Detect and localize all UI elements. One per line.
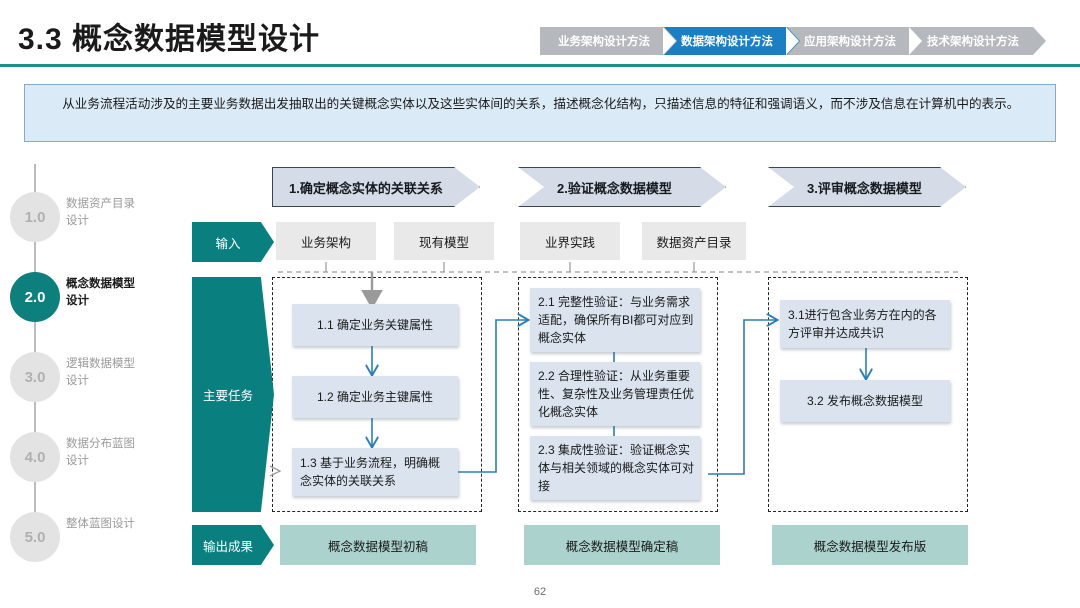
description-text: 从业务流程活动涉及的主要业务数据出发抽取出的关键概念实体以及这些实体间的关系，描… xyxy=(62,97,1020,111)
task-box-text: 2.1 完整性验证：与业务需求适配，确保所有BI都可对应到概念实体 xyxy=(538,295,694,345)
stepper-number: 5.0 xyxy=(10,512,60,562)
stepper-number: 4.0 xyxy=(10,432,60,482)
phase-arrow-3[interactable]: 3.评审概念数据模型 xyxy=(768,167,966,207)
breadcrumb-label: 技术架构设计方法 xyxy=(927,36,1019,48)
title-underline xyxy=(0,64,1080,67)
output-box-label: 概念数据模型发布版 xyxy=(813,539,927,554)
stepper-item-3[interactable]: 3.0 逻辑数据模型设计 xyxy=(0,352,150,408)
output-box-draft[interactable]: 概念数据模型初稿 xyxy=(280,525,476,565)
row-label-input: 输入 xyxy=(192,222,274,262)
input-stub-lines xyxy=(325,262,695,272)
arrow-2-3-to-3-1 xyxy=(708,320,776,475)
task-box-2-1[interactable]: 2.1 完整性验证：与业务需求适配，确保所有BI都可对应到概念实体 xyxy=(530,288,700,352)
phase-label: 1.确定概念实体的关联关系 xyxy=(289,180,443,196)
stepper-label: 数据资产目录设计 xyxy=(66,198,135,227)
task-box-text: 1.3 基于业务流程，明确概念实体的关联关系 xyxy=(300,456,441,488)
input-box-business-architecture[interactable]: 业务架构 xyxy=(276,222,376,260)
input-box-label: 业界实践 xyxy=(544,235,595,250)
input-box-label: 数据资产目录 xyxy=(656,235,732,250)
input-box-label: 现有模型 xyxy=(418,235,469,250)
output-box-final[interactable]: 概念数据模型确定稿 xyxy=(524,525,720,565)
stepper-item-2[interactable]: 2.0 概念数据模型设计 xyxy=(0,272,150,328)
phase-label: 3.评审概念数据模型 xyxy=(807,180,922,196)
output-box-label: 概念数据模型确定稿 xyxy=(565,539,679,554)
page-number: 62 xyxy=(533,586,547,598)
task-box-3-2[interactable]: 3.2 发布概念数据模型 xyxy=(780,380,950,422)
stepper: 1.0 数据资产目录设计 2.0 概念数据模型设计 3.0 逻辑数据模型设计 4… xyxy=(0,160,150,562)
page-title: 3.3 概念数据模型设计 xyxy=(18,23,321,56)
stepper-number: 3.0 xyxy=(10,352,60,402)
phase-label: 2.验证概念数据模型 xyxy=(557,180,672,196)
task-box-2-2[interactable]: 2.2 合理性验证：从业务重要性、复杂性及业务管理责任优化概念实体 xyxy=(530,362,700,426)
stepper-label: 概念数据模型设计 xyxy=(66,278,135,307)
task-box-2-3[interactable]: 2.3 集成性验证：验证概念实体与相关领域的概念实体可对接 xyxy=(530,436,700,500)
task-box-text: 2.2 合理性验证：从业务重要性、复杂性及业务管理责任优化概念实体 xyxy=(538,369,695,419)
row-label-main-task: 主要任务 xyxy=(192,277,274,512)
breadcrumb-item-data[interactable]: 数据架构设计方法 xyxy=(663,27,800,55)
breadcrumb-label: 应用架构设计方法 xyxy=(804,36,896,48)
row-label-text: 输出成果 xyxy=(202,539,253,554)
input-box-existing-model[interactable]: 现有模型 xyxy=(394,222,494,260)
stepper-label: 数据分布蓝图设计 xyxy=(66,438,135,467)
task-box-text: 3.1进行包含业务方在内的各方评审并达成共识 xyxy=(788,308,937,340)
stepper-item-5[interactable]: 5.0 整体蓝图设计 xyxy=(0,512,150,568)
phase-arrow-2[interactable]: 2.验证概念数据模型 xyxy=(518,167,726,207)
task-box-1-1[interactable]: 1.1 确定业务关键属性 xyxy=(292,304,458,346)
description-panel: 从业务流程活动涉及的主要业务数据出发抽取出的关键概念实体以及这些实体间的关系，描… xyxy=(24,84,1056,142)
task-box-3-1[interactable]: 3.1进行包含业务方在内的各方评审并达成共识 xyxy=(780,300,950,348)
breadcrumb: 业务架构设计方法 数据架构设计方法 应用架构设计方法 技术架构设计方法 xyxy=(540,27,1046,55)
output-box-published[interactable]: 概念数据模型发布版 xyxy=(772,525,968,565)
input-box-industry-practice[interactable]: 业界实践 xyxy=(520,222,620,260)
stepper-number: 2.0 xyxy=(10,272,60,322)
task-box-text: 1.2 确定业务主键属性 xyxy=(316,390,434,404)
task-box-text: 2.3 集成性验证：验证概念实体与相关领域的概念实体可对接 xyxy=(538,443,695,493)
task-box-1-3[interactable]: 1.3 基于业务流程，明确概念实体的关联关系 xyxy=(292,448,458,496)
row-label-output: 输出成果 xyxy=(192,525,274,565)
phase-arrow-1[interactable]: 1.确定概念实体的关联关系 xyxy=(272,167,480,207)
row-label-text: 输入 xyxy=(215,236,241,251)
breadcrumb-item-business[interactable]: 业务架构设计方法 xyxy=(540,27,677,55)
task-box-1-2[interactable]: 1.2 确定业务主键属性 xyxy=(292,376,458,418)
stepper-number: 1.0 xyxy=(10,192,60,242)
task-box-text: 1.1 确定业务关键属性 xyxy=(316,318,434,332)
output-box-label: 概念数据模型初稿 xyxy=(327,539,428,554)
row-label-text: 主要任务 xyxy=(202,389,253,403)
breadcrumb-item-technology[interactable]: 技术架构设计方法 xyxy=(909,27,1046,55)
task-box-text: 3.2 发布概念数据模型 xyxy=(806,394,924,408)
breadcrumb-item-application[interactable]: 应用架构设计方法 xyxy=(786,27,923,55)
input-box-label: 业务架构 xyxy=(300,235,351,250)
stepper-item-4[interactable]: 4.0 数据分布蓝图设计 xyxy=(0,432,150,488)
input-box-data-asset-catalog[interactable]: 数据资产目录 xyxy=(642,222,746,260)
stepper-item-1[interactable]: 1.0 数据资产目录设计 xyxy=(0,192,150,248)
breadcrumb-label: 数据架构设计方法 xyxy=(681,36,773,48)
breadcrumb-label: 业务架构设计方法 xyxy=(558,36,650,48)
stepper-label: 逻辑数据模型设计 xyxy=(66,358,135,387)
stepper-label: 整体蓝图设计 xyxy=(66,518,135,530)
